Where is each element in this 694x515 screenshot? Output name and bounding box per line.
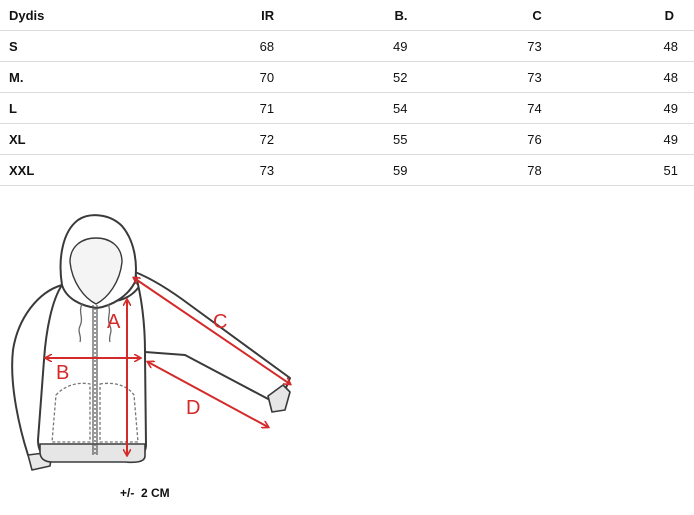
cell-value: 76 bbox=[407, 123, 542, 155]
cell-size: S bbox=[0, 30, 128, 62]
table-row: XXL 73 59 78 51 bbox=[0, 154, 694, 186]
right-cuff bbox=[267, 384, 291, 413]
header-ir: IR bbox=[127, 0, 275, 31]
cell-value: 48 bbox=[541, 61, 694, 93]
header-b: B. bbox=[274, 0, 408, 31]
label-d: D bbox=[186, 397, 200, 419]
measurement-arrows bbox=[46, 278, 290, 455]
cell-value: 68 bbox=[127, 30, 275, 62]
cell-size: XL bbox=[0, 123, 128, 155]
zipper bbox=[92, 305, 98, 455]
cell-size: L bbox=[0, 92, 128, 124]
hoodie-body bbox=[37, 284, 147, 460]
hoodie-measurement-diagram: A B C D bbox=[11, 214, 320, 471]
label-a: A bbox=[107, 311, 121, 333]
drawstrings bbox=[78, 303, 112, 343]
cell-value: 74 bbox=[407, 92, 542, 124]
cell-value: 72 bbox=[127, 123, 275, 155]
cell-size: XXL bbox=[0, 154, 128, 186]
table-row: XL 72 55 76 49 bbox=[0, 123, 694, 155]
table-row: M. 70 52 73 48 bbox=[0, 61, 694, 93]
cell-value: 78 bbox=[407, 154, 542, 186]
cell-value: 51 bbox=[541, 154, 694, 186]
right-sleeve bbox=[134, 271, 291, 401]
arrow-d bbox=[148, 362, 268, 427]
size-chart-table: Dydis IR B. C D S 68 49 73 48 M. 70 52 7… bbox=[0, 0, 694, 186]
cell-value: 73 bbox=[407, 30, 542, 62]
cell-value: 59 bbox=[274, 154, 408, 186]
cell-value: 54 bbox=[274, 92, 408, 124]
table-row: L 71 54 74 49 bbox=[0, 92, 694, 124]
cell-value: 55 bbox=[274, 123, 408, 155]
cell-value: 70 bbox=[127, 61, 275, 93]
table-row: S 68 49 73 48 bbox=[0, 30, 694, 62]
cell-value: 49 bbox=[274, 30, 408, 62]
hoodie-outline bbox=[11, 214, 291, 471]
hood-opening bbox=[69, 237, 123, 305]
label-c: C bbox=[213, 311, 227, 333]
measurement-labels: A B C D bbox=[56, 311, 227, 419]
cell-value: 49 bbox=[541, 92, 694, 124]
cell-value: 49 bbox=[541, 123, 694, 155]
cell-value: 52 bbox=[274, 61, 408, 93]
cell-value: 73 bbox=[127, 154, 275, 186]
table-header-row: Dydis IR B. C D bbox=[0, 0, 694, 31]
cell-value: 73 bbox=[407, 61, 542, 93]
header-size: Dydis bbox=[0, 0, 128, 31]
header-d: D bbox=[541, 0, 694, 31]
cell-value: 71 bbox=[127, 92, 275, 124]
cell-size: M. bbox=[0, 61, 128, 93]
header-c: C bbox=[407, 0, 542, 31]
tolerance-note: +/- 2 CM bbox=[120, 486, 170, 500]
label-b: B bbox=[56, 362, 69, 384]
cell-value: 48 bbox=[541, 30, 694, 62]
